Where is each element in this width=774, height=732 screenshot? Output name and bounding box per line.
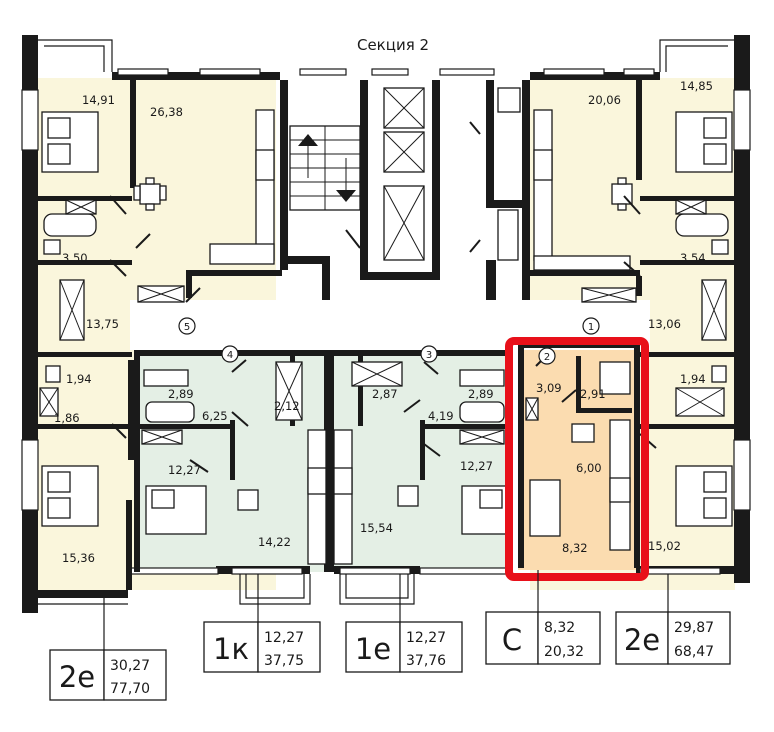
area-label: 4,19	[428, 409, 454, 423]
svg-text:29,87: 29,87	[674, 620, 714, 636]
selected-apartment-highlight	[505, 337, 649, 581]
svg-text:3: 3	[426, 350, 432, 361]
badge-leaders	[103, 570, 669, 650]
svg-text:12,27: 12,27	[264, 630, 304, 646]
svg-text:2е: 2е	[59, 660, 95, 694]
apartment-markers: 1 2 3 4 5	[178, 317, 600, 365]
svg-text:1к: 1к	[213, 632, 249, 666]
apartment-badge[interactable]: 1е 12,27 37,76	[345, 621, 463, 673]
area-label: 20,06	[588, 93, 621, 107]
area-label: 26,38	[150, 105, 183, 119]
apartment-badge[interactable]: С 8,32 20,32	[485, 611, 601, 665]
furniture	[39, 109, 733, 565]
apartment-badge[interactable]: 1к 12,27 37,75	[203, 621, 321, 673]
area-label: 12,27	[460, 459, 493, 473]
svg-text:1: 1	[588, 322, 594, 333]
lift-shafts	[383, 87, 521, 261]
area-label: 1,94	[66, 372, 92, 386]
area-label: 15,54	[360, 521, 393, 535]
area-label: 14,91	[82, 93, 115, 107]
svg-text:С: С	[502, 623, 522, 657]
area-label: 15,36	[62, 551, 95, 565]
marker-4: 4	[221, 345, 239, 363]
marker-5: 5	[178, 317, 196, 335]
area-label: 2,87	[372, 387, 398, 401]
apartment-badge[interactable]: 2е 29,87 68,47	[615, 611, 731, 665]
windows-top	[21, 68, 751, 511]
windows-bottom	[127, 567, 721, 605]
area-label: 2,91	[580, 387, 606, 401]
area-label: 8,32	[562, 541, 588, 555]
svg-text:2: 2	[544, 352, 550, 363]
area-label: 3,09	[536, 381, 562, 395]
marker-3: 3	[420, 345, 438, 363]
arrow-up-icon	[298, 134, 318, 146]
svg-text:2е: 2е	[624, 623, 660, 657]
svg-text:1е: 1е	[355, 632, 391, 666]
section-title: Секция 2	[357, 36, 429, 54]
doors	[109, 121, 657, 473]
area-label: 2,89	[168, 387, 194, 401]
area-label: 12,27	[168, 463, 201, 477]
area-label: 2,89	[468, 387, 494, 401]
room-areas: 14,91 26,38 3,50 13,75 1,94 1,86 15,36 2…	[54, 79, 713, 565]
area-label: 1,94	[680, 372, 706, 386]
area-label: 6,00	[576, 461, 602, 475]
svg-text:8,32: 8,32	[544, 620, 575, 636]
marker-2: 2	[538, 347, 556, 365]
area-label: 3,50	[62, 251, 88, 265]
area-label: 14,22	[258, 535, 291, 549]
area-label: 13,75	[86, 317, 119, 331]
area-label: 2,12	[274, 399, 300, 413]
area-label: 6,25	[202, 409, 228, 423]
svg-text:4: 4	[227, 350, 233, 361]
balconies	[35, 39, 734, 605]
apartment-badge[interactable]: 2е 30,27 77,70	[49, 649, 167, 701]
svg-text:68,47: 68,47	[674, 644, 714, 660]
svg-text:20,32: 20,32	[544, 644, 584, 660]
svg-text:37,76: 37,76	[406, 653, 446, 669]
area-label: 14,85	[680, 79, 713, 93]
marker-1: 1	[582, 317, 600, 335]
svg-text:77,70: 77,70	[110, 681, 150, 697]
area-label: 3,54	[680, 251, 706, 265]
arrow-down-icon	[336, 190, 356, 202]
area-label: 13,06	[648, 317, 681, 331]
svg-text:5: 5	[184, 322, 190, 333]
svg-text:30,27: 30,27	[110, 658, 150, 674]
area-label: 15,02	[648, 539, 681, 553]
svg-text:12,27: 12,27	[406, 630, 446, 646]
area-label: 1,86	[54, 411, 80, 425]
svg-text:37,75: 37,75	[264, 653, 304, 669]
stairwell	[289, 125, 361, 211]
